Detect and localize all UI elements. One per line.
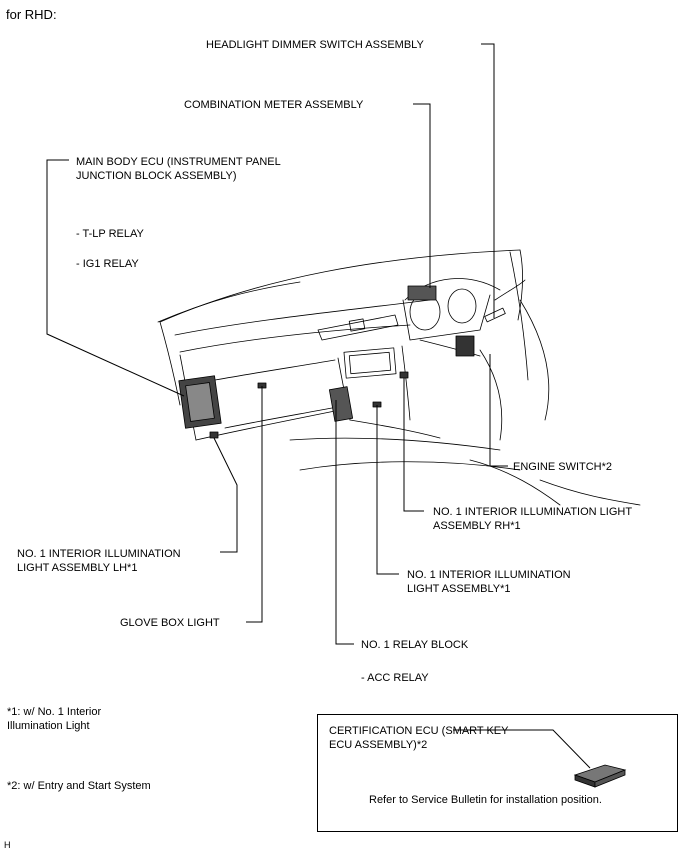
meter-right-dial <box>447 288 477 324</box>
center-screen <box>343 347 397 379</box>
leader-combination-meter <box>413 103 431 288</box>
center-stack-right <box>401 345 411 421</box>
certification-ecu-part <box>573 764 627 788</box>
label-main-body-ecu-line2: JUNCTION BLOCK ASSEMBLY) <box>76 170 237 182</box>
leader-illum <box>376 405 399 575</box>
console-lower <box>349 419 441 439</box>
left-dash-edge <box>159 321 181 406</box>
leader-illum-rh <box>403 378 424 512</box>
dash-back-edge <box>517 249 523 321</box>
engine-switch-body <box>455 335 475 357</box>
label-ig1-relay: - IG1 RELAY <box>76 258 139 270</box>
leader-relay-block <box>335 400 354 645</box>
upper-panel <box>179 324 411 353</box>
corner-code: H <box>4 840 11 850</box>
center-screen-inner <box>348 351 392 375</box>
label-glove-box-light: GLOVE BOX LIGHT <box>120 617 220 629</box>
right-dash <box>494 279 526 301</box>
leader-main-body-ecu <box>46 159 185 397</box>
label-illum-line2: LIGHT ASSEMBLY*1 <box>407 583 511 595</box>
illum-lh-part <box>209 431 219 439</box>
right-door-line <box>519 299 550 421</box>
meter-body <box>402 294 491 341</box>
leader-glove-box <box>246 386 263 623</box>
note-1-line2: Illumination Light <box>7 720 90 732</box>
floor-line-2 <box>469 459 561 506</box>
certification-ecu-box <box>317 714 678 832</box>
steering-column <box>419 339 481 357</box>
center-vent-top <box>317 314 399 341</box>
right-dash-lower <box>479 349 503 441</box>
label-combination-meter: COMBINATION METER ASSEMBLY <box>184 99 364 111</box>
dash-top-line <box>157 281 301 323</box>
relay-block-part <box>328 386 354 422</box>
label-illum-rh-line1: NO. 1 INTERIOR ILLUMINATION LIGHT <box>433 506 633 518</box>
label-illum-rh-line2: ASSEMBLY RH*1 <box>433 520 521 532</box>
leader-headlight <box>481 43 495 318</box>
label-headlight-dimmer: HEADLIGHT DIMMER SWITCH ASSEMBLY <box>206 39 424 51</box>
label-relay-block: NO. 1 RELAY BLOCK <box>361 639 469 651</box>
label-illum-line1: NO. 1 INTERIOR ILLUMINATION <box>407 569 571 581</box>
leader-engine-switch <box>489 354 508 467</box>
glovebox-edge <box>214 359 336 381</box>
label-tlp-relay: - T-LP RELAY <box>76 228 144 240</box>
label-acc-relay: - ACC RELAY <box>361 672 429 684</box>
note-2: *2: w/ Entry and Start System <box>7 780 151 792</box>
main-body-ecu-detail <box>185 382 215 422</box>
floor-line-3 <box>539 479 641 506</box>
meter-ecu <box>407 285 437 301</box>
glovebox-bottom <box>224 407 333 429</box>
label-cert-ecu-line1: CERTIFICATION ECU (SMART KEY <box>329 725 509 737</box>
illum-rh-part <box>399 371 409 379</box>
leader-cert-ecu <box>453 729 591 769</box>
note-1-line1: *1: w/ No. 1 Interior <box>7 706 102 718</box>
headlight-switch-stalk <box>484 307 506 323</box>
label-cert-ecu-line2: ECU ASSEMBLY)*2 <box>329 739 428 751</box>
floor-line-1 <box>299 461 521 471</box>
console-base <box>289 437 501 451</box>
dash-top-curve <box>174 299 431 336</box>
label-service-bulletin: Refer to Service Bulletin for installati… <box>369 794 602 806</box>
center-vent-slot <box>348 318 366 332</box>
leader-illum-lh <box>213 437 238 553</box>
label-illum-lh-line2: LIGHT ASSEMBLY LH*1 <box>17 562 138 574</box>
label-illum-lh-line1: NO. 1 INTERIOR ILLUMINATION <box>17 548 181 560</box>
a-pillar <box>509 251 529 381</box>
label-engine-switch: ENGINE SWITCH*2 <box>513 461 613 473</box>
label-main-body-ecu-line1: MAIN BODY ECU (INSTRUMENT PANEL <box>76 156 281 168</box>
page-heading: for RHD: <box>6 7 57 22</box>
